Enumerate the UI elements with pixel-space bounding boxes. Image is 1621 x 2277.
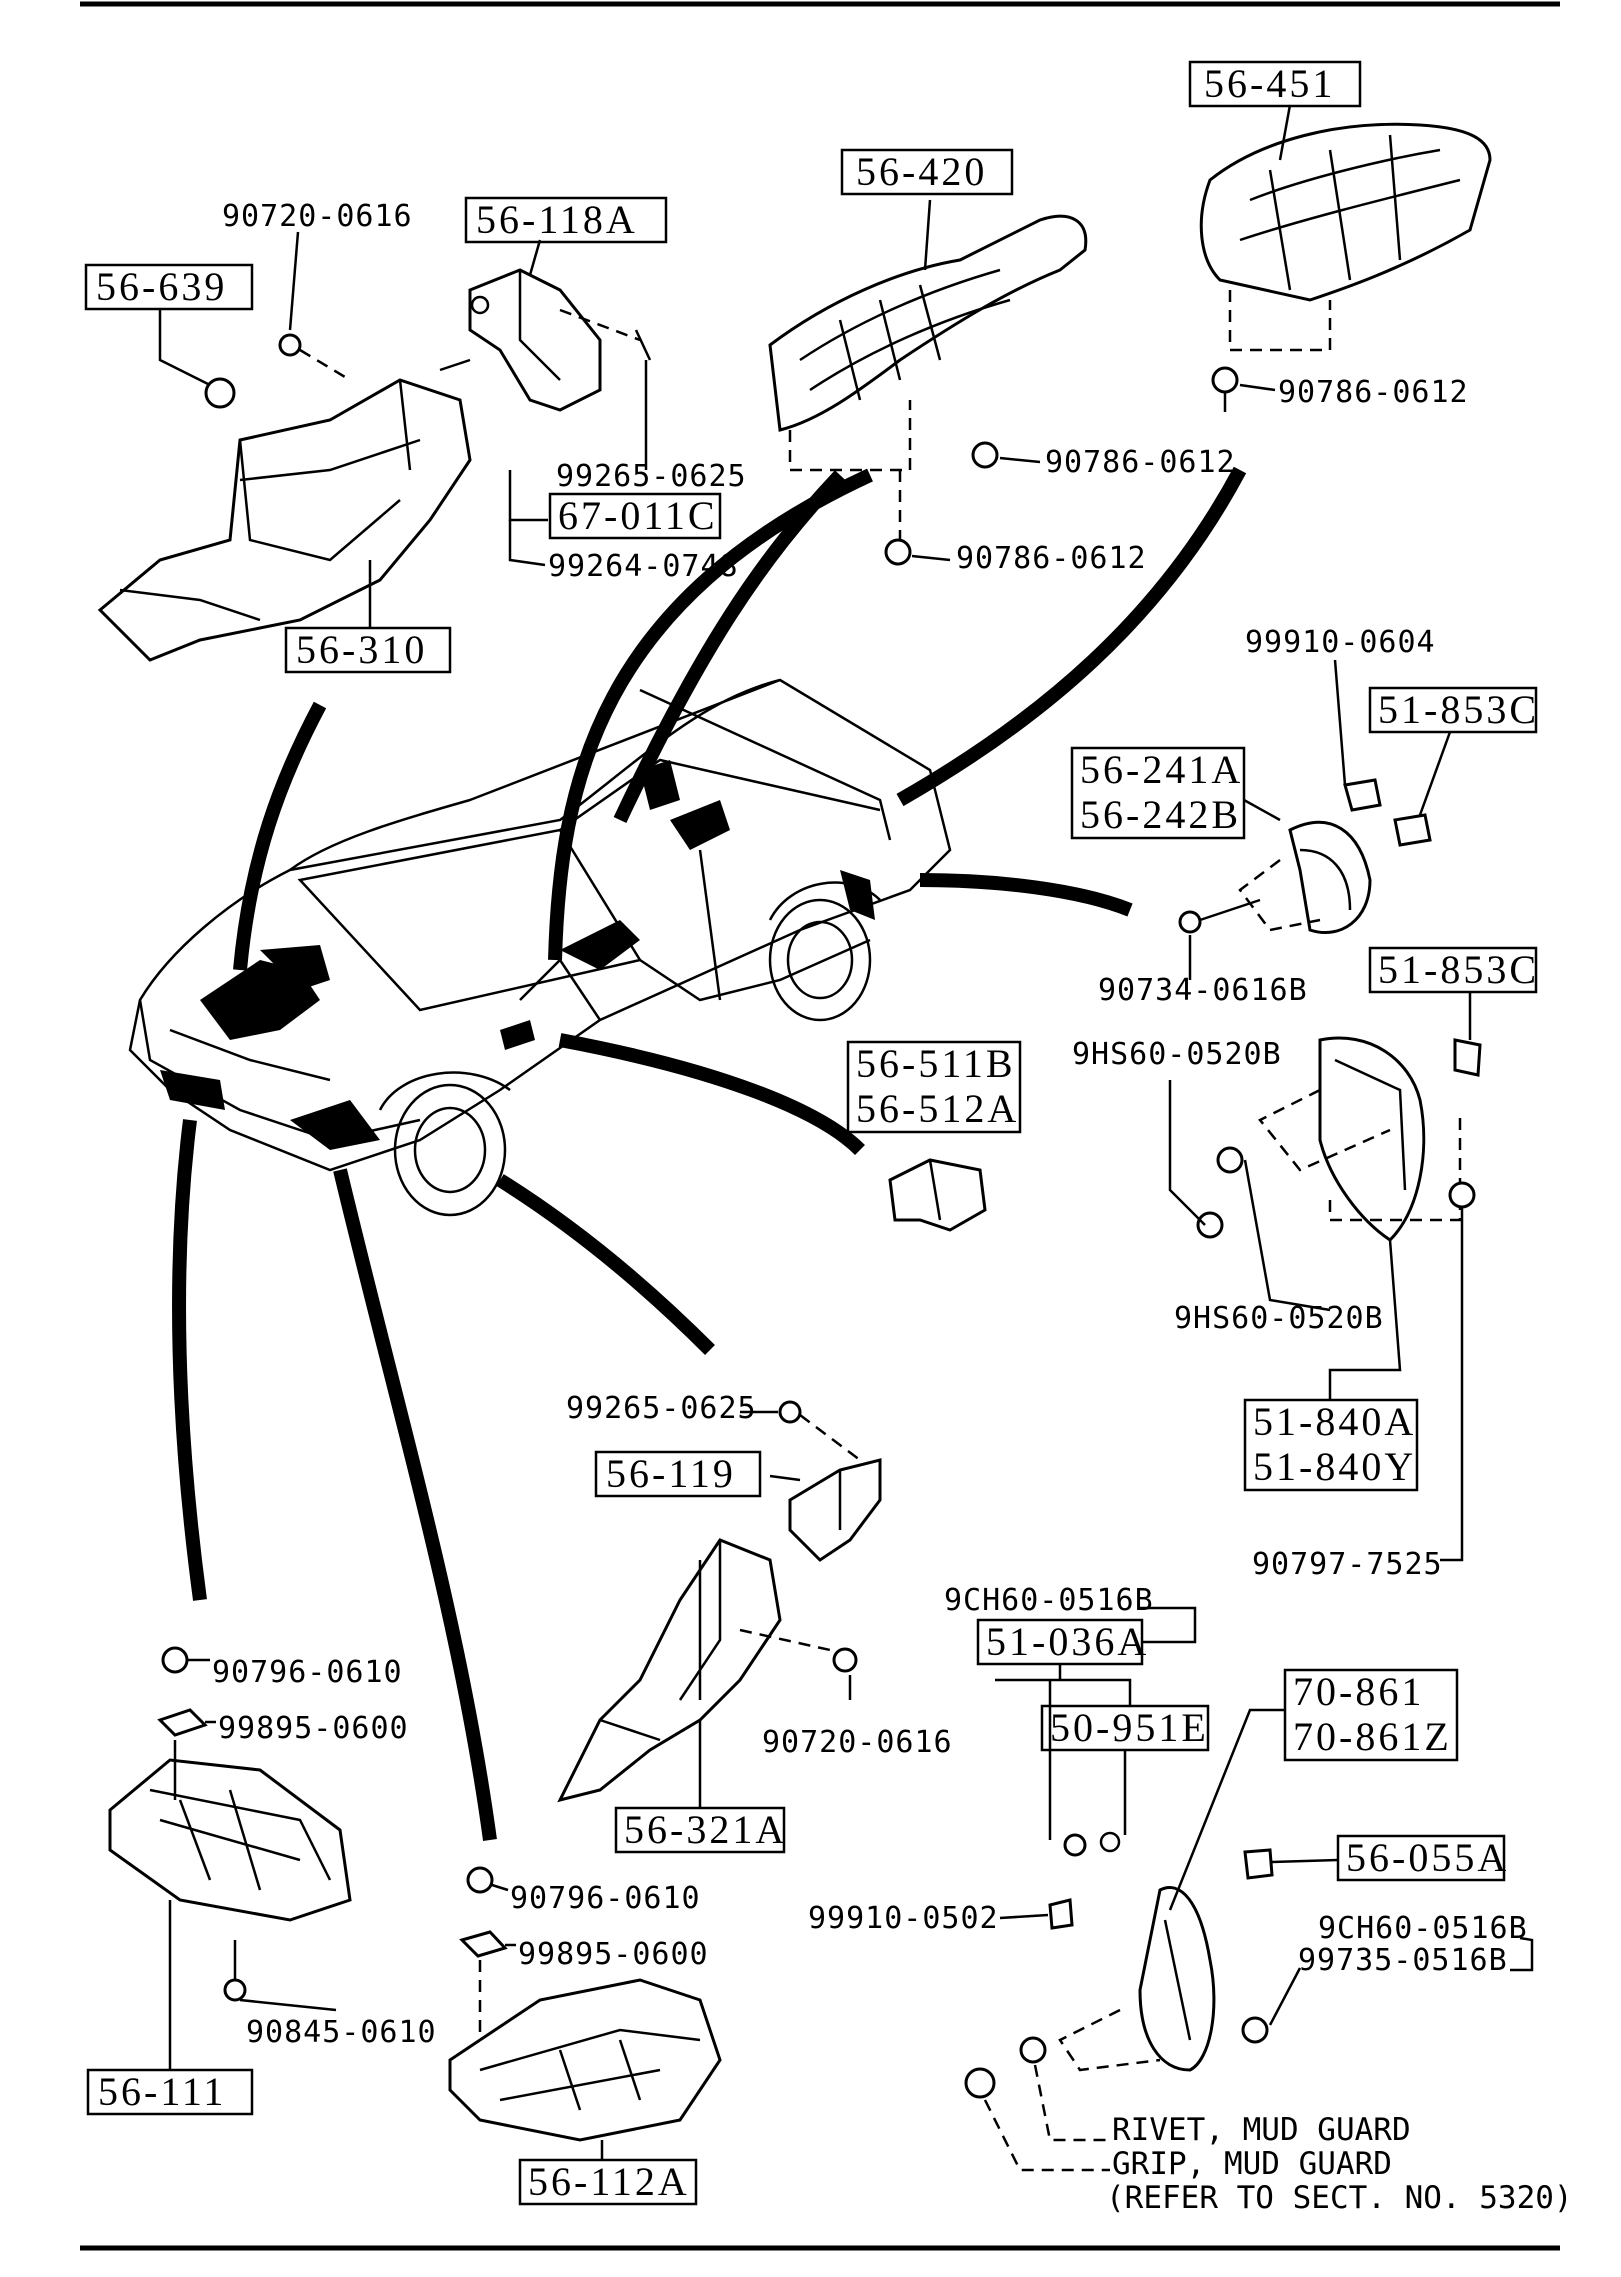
svg-text:56-118A: 56-118A [476,197,638,242]
label-56-111: 56-111 [86,2068,254,2116]
label-99265-0625-top: 99265-0625 [556,459,747,494]
svg-text:70-861Z: 70-861Z [1293,1714,1452,1759]
label-56-055A: 56-055A [1336,1834,1509,1882]
label-99910-0502: 99910-0502 [808,1901,999,1936]
label-9CH60-0516B-a: 9CH60-0516B [944,1583,1154,1618]
svg-text:56-639: 56-639 [96,264,227,309]
svg-text:56-451: 56-451 [1204,61,1335,106]
front-wheel [393,1083,507,1217]
label-51-036A: 51-036A [976,1618,1149,1666]
svg-text:51-853C: 51-853C [1378,687,1539,732]
svg-text:51-840Y: 51-840Y [1253,1444,1416,1489]
mud-guard-51-840A [1168,992,1482,1562]
note-refer: (REFER TO SECT. NO. 5320) [1106,2180,1573,2216]
svg-text:56-119: 56-119 [606,1451,736,1496]
label-99265-0625-mid: 99265-0625 [566,1391,757,1426]
svg-text:51-036A: 51-036A [986,1619,1149,1664]
label-56-321A: 56-321A [614,1806,787,1854]
label-99895-0600-a: 99895-0600 [218,1711,409,1746]
svg-text:51-853C: 51-853C [1378,947,1539,992]
leader-bands [172,466,1247,1841]
shield-56-310 [97,231,472,662]
shield-56-321A [557,1538,858,1808]
note-grip: GRIP, MUD GUARD [1112,2146,1392,2182]
svg-text:56-420: 56-420 [856,149,987,194]
label-56-420: 56-420 [840,148,1014,196]
label-70-861-70-861Z: 70-861 70-861Z [1283,1668,1459,1762]
label-90797-7525: 90797-7525 [1252,1547,1443,1582]
label-99910-0604: 99910-0604 [1245,625,1436,660]
svg-text:56-242B: 56-242B [1080,792,1241,837]
label-56-639: 56-639 [84,263,254,311]
label-90734-0616B: 90734-0616B [1098,973,1308,1008]
svg-text:56-241A: 56-241A [1080,747,1243,792]
label-90786-0612-b: 90786-0612 [1045,445,1236,480]
label-67-011C: 67-011C [548,492,722,540]
under-cover-56-112A [448,1866,722,2160]
splash-shield-56-241A [1178,659,1452,980]
svg-text:56-111: 56-111 [98,2069,226,2114]
label-56-118A: 56-118A [464,196,668,244]
label-90720-0616-top: 90720-0616 [222,199,413,234]
bracket-56-119 [740,1400,882,1562]
label-99895-0600-b: 99895-0600 [518,1937,709,1972]
label-90845-0610: 90845-0610 [246,2015,437,2050]
note-rivet: RIVET, MUD GUARD [1112,2112,1411,2148]
label-56-511B-56-512A: 56-511B 56-512A [846,1040,1022,1134]
svg-text:67-011C: 67-011C [558,493,718,538]
bracket-56-511B [888,1158,987,1232]
svg-text:51-840A: 51-840A [1253,1399,1416,1444]
label-56-241A-56-242B: 56-241A 56-242B [1070,746,1246,840]
svg-text:56-511B: 56-511B [856,1041,1016,1086]
svg-text:50-951E: 50-951E [1050,1705,1209,1750]
heat-shield-56-451 [1199,104,1492,412]
svg-text:56-112A: 56-112A [528,2159,690,2204]
heat-shield-56-420 [768,199,1088,566]
svg-text:56-310: 56-310 [296,627,427,672]
label-51-840A-51-840Y: 51-840A 51-840Y [1243,1398,1419,1492]
svg-text:70-861: 70-861 [1293,1669,1424,1714]
label-99264-0748: 99264-0748 [548,549,739,584]
car-body [128,678,952,1217]
mud-guard-70-861 [964,1606,1534,2172]
label-9CH60-0516B-b: 9CH60-0516B [1318,1911,1528,1946]
label-90796-0610-a: 90796-0610 [212,1655,403,1690]
svg-text:56-321A: 56-321A [624,1807,787,1852]
label-90786-0612-a: 90786-0612 [1278,375,1469,410]
bracket-56-118A [468,239,652,567]
svg-text:56-512A: 56-512A [856,1086,1019,1131]
label-9HS60-0520B-b: 9HS60-0520B [1174,1301,1384,1336]
label-51-853C-top: 51-853C [1368,686,1539,734]
label-56-119: 56-119 [594,1450,762,1498]
label-90786-0612-c: 90786-0612 [956,541,1147,576]
label-50-951E: 50-951E [1040,1704,1210,1752]
label-56-112A: 56-112A [518,2158,698,2206]
under-cover-56-111 [108,1646,352,2070]
svg-text:56-055A: 56-055A [1346,1835,1509,1880]
label-90796-0610-b: 90796-0610 [510,1881,701,1916]
label-56-310: 56-310 [284,626,452,674]
label-90720-0616-mid: 90720-0616 [762,1725,953,1760]
label-56-451: 56-451 [1188,60,1362,108]
label-51-853C-mid: 51-853C [1368,946,1539,994]
label-99735-0516B: 99735-0516B [1298,1943,1508,1978]
rear-wheel [768,898,872,1022]
label-9HS60-0520B-a: 9HS60-0520B [1072,1037,1282,1072]
